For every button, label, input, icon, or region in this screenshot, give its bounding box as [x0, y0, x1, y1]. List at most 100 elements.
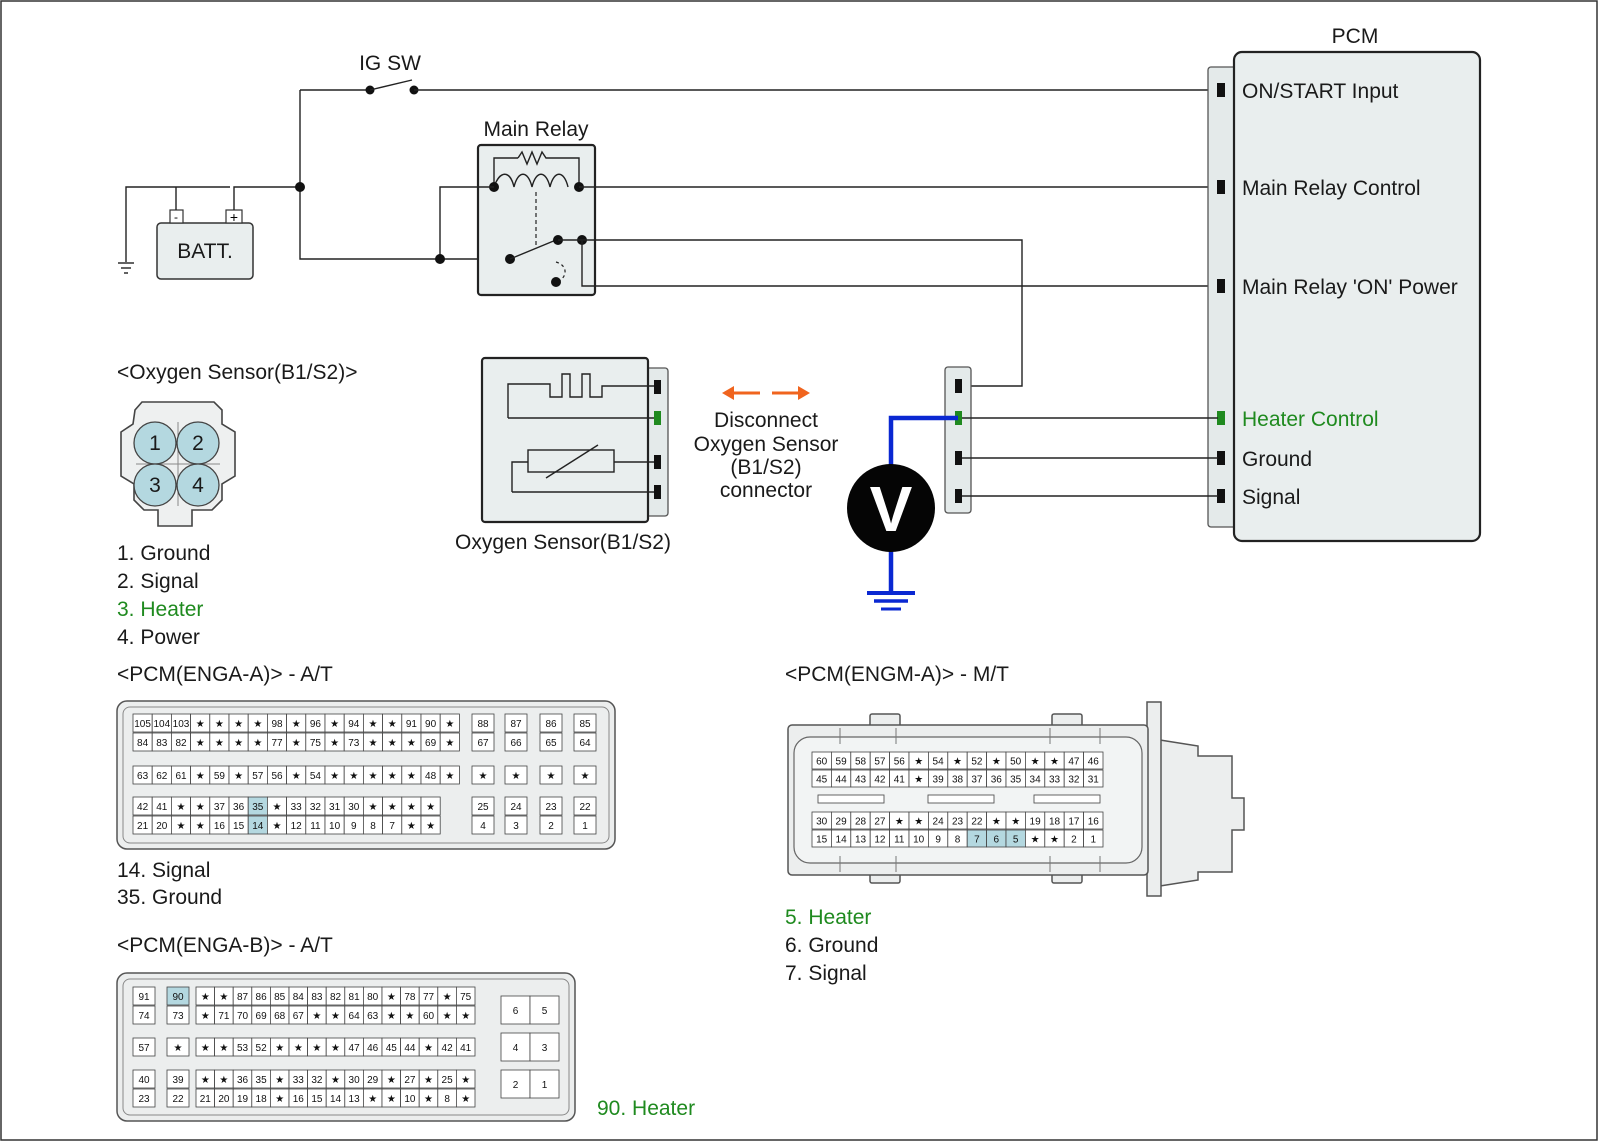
engm-a-pin-label: 9: [935, 835, 941, 846]
enga-a-pin-label: 7: [389, 821, 395, 832]
enga-b-pin-label: 4: [513, 1043, 519, 1054]
engm-a-pin-label: 56: [894, 757, 906, 768]
pcm-pin-label: Ground: [1242, 448, 1312, 471]
engm-a-pin-label: 31: [1088, 775, 1100, 786]
enga-a-pin-label: ★: [426, 802, 435, 813]
enga-a-pin-label: ★: [426, 821, 435, 832]
enga-b-pin-label: ★: [174, 1043, 183, 1054]
engm-a-pin-label: 28: [855, 817, 867, 828]
enga-a-pin-label: 83: [156, 738, 168, 749]
engm-a-title: <PCM(ENGM-A)> - M/T: [785, 663, 1009, 686]
pcm-pin-label: Heater Control: [1242, 408, 1379, 431]
enga-b-pin-label: ★: [219, 1075, 228, 1086]
enga-b-legend-item: 90. Heater: [597, 1097, 695, 1120]
enga-b-pin-label: 86: [256, 992, 268, 1003]
enga-a-pin-label: ★: [445, 719, 454, 730]
engm-a-pin-label: 17: [1068, 817, 1080, 828]
engm-a-pin: [1083, 751, 1104, 770]
enga-a-pin-label: 30: [348, 802, 360, 813]
enga-b-pin: [455, 1088, 476, 1108]
enga-a-pin-label: ★: [234, 719, 243, 730]
enga-b-pin-label: 73: [172, 1011, 184, 1022]
engm-a-connector: [787, 701, 1245, 897]
enga-b-pin-label: ★: [424, 1094, 433, 1105]
engm-a-pin-label: 42: [874, 775, 886, 786]
enga-a-pin-label: 2: [548, 821, 554, 832]
engm-a-pin-label: 1: [1091, 835, 1097, 846]
enga-a-pin-label: 105: [134, 719, 151, 730]
enga-b-pin-label: 64: [349, 1011, 361, 1022]
engm-a-pin-label: ★: [895, 817, 904, 828]
enga-b-pin: [500, 995, 531, 1025]
enga-b-pin-label: ★: [387, 1075, 396, 1086]
engm-a-pin-label: 16: [1088, 817, 1100, 828]
enga-a-pin-label: 82: [175, 738, 187, 749]
enga-a-pin-label: ★: [445, 771, 454, 782]
enga-b-pin-label: 83: [311, 992, 323, 1003]
enga-b-pin-label: ★: [219, 1043, 228, 1054]
enga-b-pin-label: ★: [275, 1094, 284, 1105]
sensor-connector-face: [120, 401, 236, 527]
enga-a-pin-label: 98: [271, 719, 283, 730]
engm-a-pin-label: ★: [914, 757, 923, 768]
enga-a-pin-label: 37: [214, 802, 226, 813]
enga-b-pin-label: ★: [443, 1011, 452, 1022]
enga-b-pin-label: ★: [387, 992, 396, 1003]
engm-a-pin-label: 54: [933, 757, 945, 768]
enga-b-pin-label: ★: [461, 1094, 470, 1105]
engm-a-pin-label: 38: [952, 775, 964, 786]
enga-b-pin: [455, 1005, 476, 1025]
pcm-pin-label: Main Relay Control: [1242, 177, 1421, 200]
enga-b-pin-label: ★: [424, 1043, 433, 1054]
enga-b-pin-label: 5: [542, 1006, 548, 1017]
enga-b-pin: [455, 1037, 476, 1057]
ignition-switch: IG SW: [300, 52, 1218, 95]
oxygen-sensor-label: Oxygen Sensor(B1/S2): [455, 531, 671, 554]
engm-a-pin-label: 45: [816, 775, 828, 786]
enga-a-pin-label: ★: [330, 719, 339, 730]
enga-a-pin-label: ★: [196, 802, 205, 813]
enga-b-pin-label: ★: [294, 1043, 303, 1054]
enga-a-pin-label: ★: [407, 821, 416, 832]
enga-b-pin: [166, 1088, 190, 1108]
main-relay: Main Relay: [476, 118, 597, 297]
enga-b-pin: [500, 1032, 531, 1062]
enga-b-pin-label: 15: [311, 1094, 323, 1105]
enga-b-pin: [455, 1069, 476, 1089]
enga-b-pin-label: ★: [201, 1075, 210, 1086]
enga-a-pin-label: ★: [369, 738, 378, 749]
enga-b-pin-label: ★: [368, 1094, 377, 1105]
enga-a-pin-label: 12: [291, 821, 303, 832]
enga-b-pin-label: 69: [256, 1011, 268, 1022]
enga-a-pin-label: 21: [137, 821, 149, 832]
pcm-module: PCM: [1207, 25, 1482, 543]
enga-a-pin-label: 90: [425, 719, 437, 730]
engm-a-pin-label: 50: [1010, 757, 1022, 768]
sensor-legend-item: 1. Ground: [117, 542, 210, 565]
sensor-pin-heater: [654, 411, 661, 425]
battery-label: BATT.: [177, 240, 233, 263]
engm-a-legend-item: 6. Ground: [785, 934, 878, 957]
enga-b-pin-label: ★: [201, 1043, 210, 1054]
enga-a-pin-label: 96: [310, 719, 322, 730]
enga-b-pin-label: 47: [349, 1043, 361, 1054]
engm-a-pin-label: ★: [992, 817, 1001, 828]
engm-a-pin-label: ★: [1011, 817, 1020, 828]
enga-a-pin-label: ★: [196, 771, 205, 782]
enga-b-pin-label: 81: [349, 992, 361, 1003]
engm-a-pin-label: ★: [914, 775, 923, 786]
engm-a-pin-label: 39: [933, 775, 945, 786]
disconnect-arrows-icon: [722, 386, 810, 400]
enga-a-pin-label: ★: [369, 719, 378, 730]
enga-a-pin: [471, 713, 495, 733]
sensor-connector-title: <Oxygen Sensor(B1/S2)>: [117, 361, 357, 384]
engm-a-pin-label: 23: [952, 817, 964, 828]
enga-b-pin-label: 30: [349, 1075, 361, 1086]
engm-a-pin-label: 19: [1030, 817, 1042, 828]
engm-a-pin-label: ★: [953, 757, 962, 768]
engm-a-pin-label: 43: [855, 775, 867, 786]
pcm-pin-label: Main Relay 'ON' Power: [1242, 276, 1458, 299]
engm-a-pin-label: 46: [1088, 757, 1100, 768]
engm-a-pin-label: 12: [874, 835, 886, 846]
enga-a-pin-label: 20: [156, 821, 168, 832]
